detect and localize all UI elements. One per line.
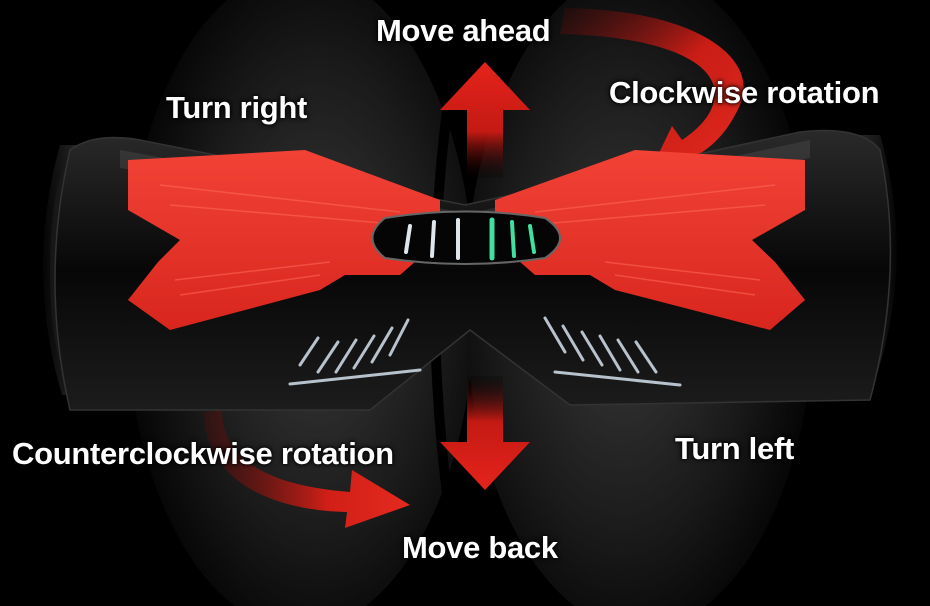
label-move-ahead: Move ahead: [376, 13, 551, 48]
label-turn-right: Turn right: [166, 90, 308, 125]
curved-arrow-ccw-icon: [204, 410, 410, 528]
up-arrow-icon: [440, 62, 530, 178]
label-turn-left: Turn left: [675, 431, 794, 466]
label-counterclockwise-rotation: Counterclockwise rotation: [12, 436, 394, 471]
left-footpad: [128, 150, 440, 330]
led-indicator-panel: [371, 210, 561, 265]
down-arrow-icon: [440, 376, 530, 490]
right-footpad: [495, 150, 805, 330]
right-vent-stripes: [543, 316, 682, 387]
label-clockwise-rotation: Clockwise rotation: [609, 75, 880, 110]
label-move-back: Move back: [402, 530, 558, 565]
hoverboard-body: [42, 129, 897, 411]
left-vent-stripes: [288, 318, 422, 386]
curved-arrow-cw-icon: [560, 8, 744, 176]
